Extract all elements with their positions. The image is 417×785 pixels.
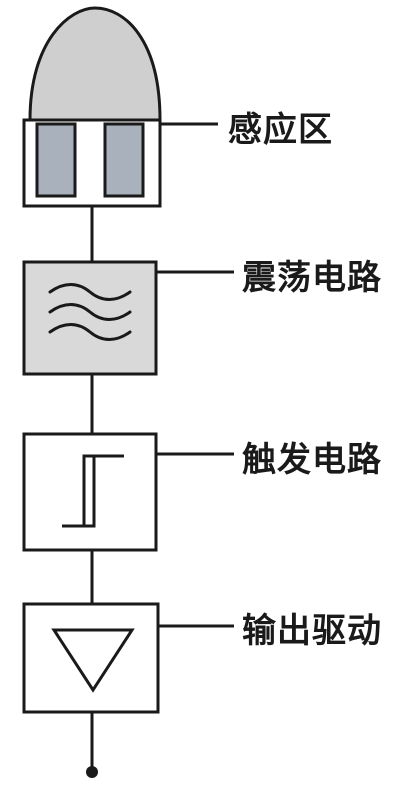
output-driver-label: 输出驱动 <box>242 611 382 651</box>
wave-icon <box>48 283 132 341</box>
trigger-circuit-label: 触发电路 <box>242 440 382 480</box>
oscillator-circuit-label: 震荡电路 <box>242 258 382 298</box>
buffer-triangle-icon <box>51 628 135 693</box>
output-box <box>22 602 160 714</box>
oscillator-box <box>22 260 158 376</box>
sensor-element-left <box>35 122 77 198</box>
sensing-zone-label: 感应区 <box>228 110 333 150</box>
sensor-dome <box>28 6 162 122</box>
trigger-box <box>22 432 158 552</box>
schmitt-trigger-icon <box>62 454 124 528</box>
terminal-dot <box>86 766 98 778</box>
sensor-element-right <box>103 122 145 198</box>
